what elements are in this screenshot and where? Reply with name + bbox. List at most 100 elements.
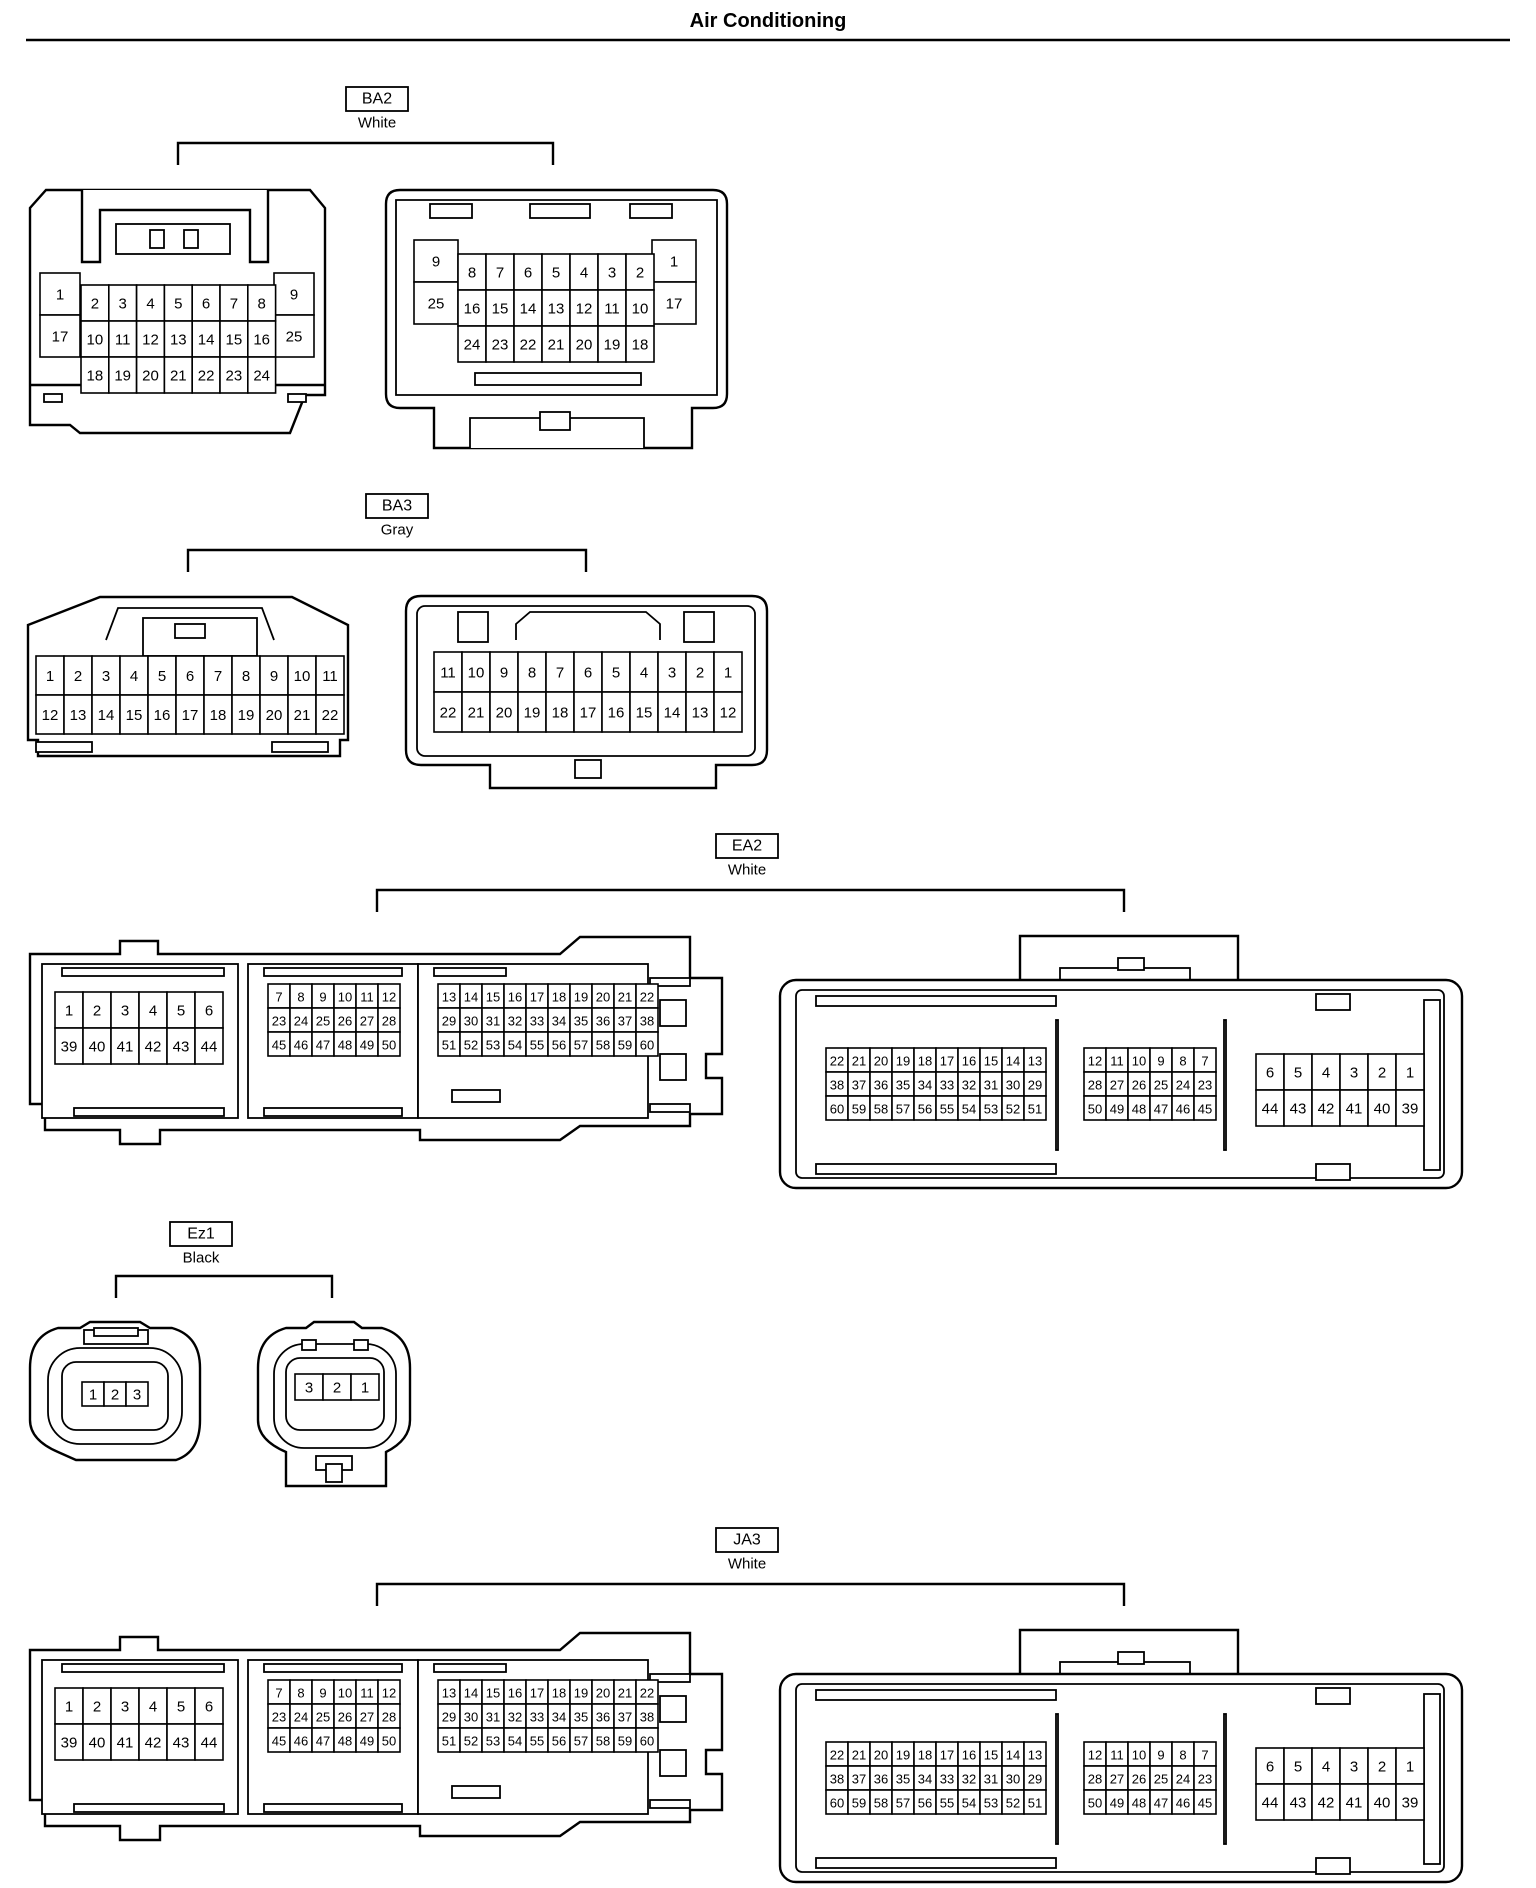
housing-part: [1423, 999, 1441, 1171]
pin-label: 22: [322, 707, 339, 724]
pin-label: 20: [596, 1686, 610, 1701]
pin-cell: [651, 281, 697, 325]
pin-label: 51: [1028, 1796, 1042, 1811]
pin-label: 52: [1006, 1796, 1020, 1811]
pin-label: 47: [316, 1038, 330, 1053]
pin-label: 24: [294, 1014, 308, 1029]
pin-label: 51: [442, 1038, 456, 1053]
pin-label: 6: [202, 296, 210, 313]
housing-part: [457, 611, 489, 643]
pin-label: 16: [508, 990, 522, 1005]
pin-cell: [1255, 1783, 1285, 1821]
pin-label: 56: [918, 1102, 932, 1117]
pin-label: 48: [1132, 1102, 1146, 1117]
housing-part: [1117, 1651, 1145, 1665]
pin-label: 18: [210, 707, 227, 724]
pin-cell: [110, 1723, 140, 1761]
connector-code: EA2: [732, 838, 762, 855]
pin-cell: [231, 655, 261, 696]
pin-label: 13: [548, 301, 565, 318]
pin-cell: [63, 655, 93, 696]
pin-cell: [135, 356, 166, 394]
housing-part: [451, 1089, 501, 1103]
pin-label: 14: [464, 990, 478, 1005]
pin-label: 2: [93, 1003, 101, 1020]
pin-label: 31: [984, 1772, 998, 1787]
pin-label: 41: [1346, 1795, 1363, 1812]
pin-cell: [1193, 1095, 1217, 1121]
pin-label: 34: [918, 1772, 932, 1787]
pin-cell: [315, 655, 345, 696]
pin-label: 39: [61, 1039, 78, 1056]
pin-label: 43: [1290, 1101, 1307, 1118]
pin-label: 19: [524, 705, 541, 722]
pin-label: 17: [52, 329, 69, 346]
housing-part: [80, 190, 270, 264]
pin-label: 5: [552, 265, 560, 282]
pin-label: 4: [149, 1003, 157, 1020]
pin-label: 5: [612, 665, 620, 682]
pin-cell: [635, 1031, 659, 1057]
pin-label: 36: [596, 1014, 610, 1029]
pin-label: 49: [360, 1734, 374, 1749]
pin-label: 24: [464, 337, 481, 354]
pin-label: 47: [1154, 1102, 1168, 1117]
pin-cell: [625, 289, 655, 327]
pin-cell: [287, 655, 317, 696]
pin-label: 1: [65, 1003, 73, 1020]
pin-cell: [713, 651, 743, 693]
pin-label: 38: [640, 1710, 654, 1725]
pin-label: 17: [182, 707, 199, 724]
pin-label: 7: [556, 665, 564, 682]
pin-label: 2: [1378, 1065, 1386, 1082]
pin-label: 3: [1350, 1759, 1358, 1776]
pin-label: 26: [1132, 1078, 1146, 1093]
pin-label: 1: [89, 1387, 97, 1404]
pin-label: 15: [226, 332, 243, 349]
pin-label: 10: [468, 665, 485, 682]
connector-code: BA3: [382, 498, 412, 515]
pin-cell: [135, 284, 166, 322]
housing-part: [815, 995, 1057, 1007]
pin-label: 39: [1402, 1795, 1419, 1812]
pin-label: 45: [272, 1734, 286, 1749]
pin-cell: [108, 320, 138, 358]
pin-label: 55: [940, 1796, 954, 1811]
housing-part: [61, 1663, 225, 1673]
pin-label: 2: [333, 1380, 341, 1397]
housing-part: [1315, 993, 1351, 1011]
pin-label: 17: [530, 1686, 544, 1701]
housing-part: [433, 967, 507, 977]
pin-label: 3: [133, 1387, 141, 1404]
pin-label: 8: [297, 990, 304, 1005]
pin-label: 29: [1028, 1772, 1042, 1787]
pin-cell: [625, 325, 655, 363]
pin-label: 7: [275, 990, 282, 1005]
pin-label: 20: [142, 368, 159, 385]
housing-part: [659, 1053, 687, 1081]
pin-label: 42: [1318, 1795, 1335, 1812]
pin-cell: [194, 1027, 224, 1065]
connector-color: White: [358, 115, 396, 132]
housing-part: [263, 1107, 403, 1117]
pin-cell: [1283, 1053, 1313, 1091]
pin-label: 20: [266, 707, 283, 724]
pin-label: 49: [360, 1038, 374, 1053]
pin-label: 15: [486, 990, 500, 1005]
pin-label: 52: [464, 1734, 478, 1749]
pin-label: 9: [1157, 1748, 1164, 1763]
pin-label: 16: [962, 1054, 976, 1069]
pin-cell: [377, 1031, 401, 1057]
pin-cell: [191, 356, 221, 394]
housing-part: [115, 223, 231, 255]
pin-label: 6: [186, 668, 194, 685]
pin-label: 30: [1006, 1772, 1020, 1787]
pin-label: 16: [508, 1686, 522, 1701]
